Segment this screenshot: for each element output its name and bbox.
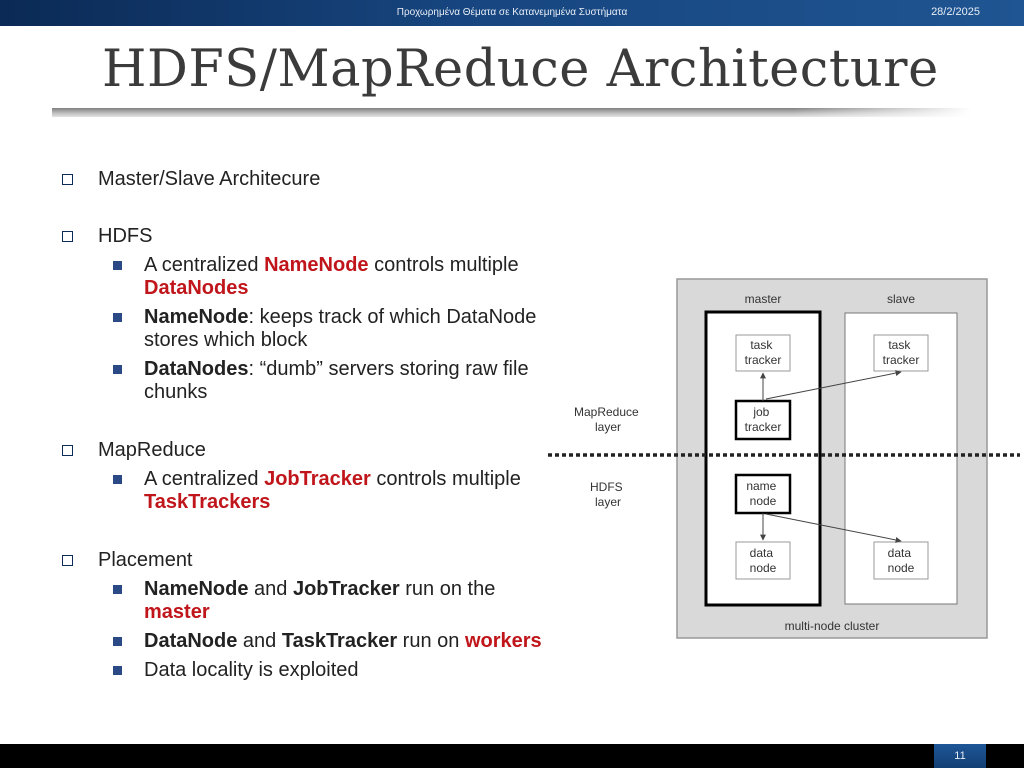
bullet-list: Master/Slave Architecure HDFS A centrali… bbox=[62, 168, 552, 682]
svg-text:task tracker: task tracker bbox=[745, 338, 782, 367]
square-bullet-icon bbox=[113, 365, 122, 374]
hollow-square-bullet-icon bbox=[62, 555, 73, 566]
sub-bullet-data-locality: Data locality is exploited bbox=[62, 659, 552, 682]
hollow-square-bullet-icon bbox=[62, 174, 73, 185]
master-task-tracker-box bbox=[735, 334, 791, 372]
bullet-mapreduce: MapReduce bbox=[62, 439, 552, 462]
slide-date: 28/2/2025 bbox=[931, 6, 980, 18]
square-bullet-icon bbox=[113, 313, 122, 322]
mapreduce-layer-label: MapReduce layer bbox=[574, 405, 642, 434]
sub-bullet-placement-master: NameNode and JobTracker run on the maste… bbox=[62, 578, 552, 624]
master-label: master bbox=[745, 292, 782, 306]
name-node-box bbox=[734, 473, 792, 515]
hollow-square-bullet-icon bbox=[62, 445, 73, 456]
hdfs-layer-label: HDFS layer bbox=[590, 480, 626, 509]
cluster-label: multi-node cluster bbox=[785, 619, 880, 633]
master-data-node-box bbox=[735, 541, 791, 580]
sub-bullet-hdfs-namenode-controls: A centralized NameNode controls multiple… bbox=[62, 254, 552, 300]
bullet-master-slave: Master/Slave Architecure bbox=[62, 168, 552, 191]
slave-label: slave bbox=[887, 292, 915, 306]
square-bullet-icon bbox=[113, 666, 122, 675]
sub-bullet-hdfs-datanodes: DataNodes: “dumb” servers storing raw fi… bbox=[62, 358, 552, 404]
svg-text:task tracker: task tracker bbox=[883, 338, 920, 367]
top-bar: Προχωρημένα Θέματα σε Κατανεμημένα Συστή… bbox=[0, 0, 1024, 26]
bullet-hdfs: HDFS bbox=[62, 225, 552, 248]
slide-title: HDFS/MapReduce Architecture bbox=[102, 40, 939, 99]
sub-bullet-placement-workers: DataNode and TaskTracker run on workers bbox=[62, 630, 552, 653]
square-bullet-icon bbox=[113, 585, 122, 594]
arrow-name-to-slave-data bbox=[765, 513, 902, 543]
title-underline bbox=[52, 108, 972, 117]
square-bullet-icon bbox=[113, 637, 122, 646]
square-bullet-icon bbox=[113, 261, 122, 270]
svg-text:data node: data node bbox=[888, 546, 915, 575]
square-bullet-icon bbox=[113, 475, 122, 484]
bullet-placement: Placement bbox=[62, 549, 552, 572]
page-number: 11 bbox=[934, 744, 986, 768]
bottom-bar bbox=[0, 744, 1024, 768]
hollow-square-bullet-icon bbox=[62, 231, 73, 242]
slave-task-tracker-box bbox=[873, 334, 929, 372]
svg-text:name node: name node bbox=[746, 479, 779, 508]
arrow-job-to-slave-task bbox=[765, 370, 902, 400]
sub-bullet-mapreduce-jobtracker: A centralized JobTracker controls multip… bbox=[62, 468, 552, 514]
slave-data-node-box bbox=[873, 541, 929, 580]
svg-text:job tracker: job tracker bbox=[745, 405, 782, 434]
svg-text:data node: data node bbox=[750, 546, 777, 575]
sub-bullet-hdfs-namenode-tracks: NameNode: keeps track of which DataNode … bbox=[62, 306, 552, 352]
course-title: Προχωρημένα Θέματα σε Κατανεμημένα Συστή… bbox=[396, 7, 628, 18]
